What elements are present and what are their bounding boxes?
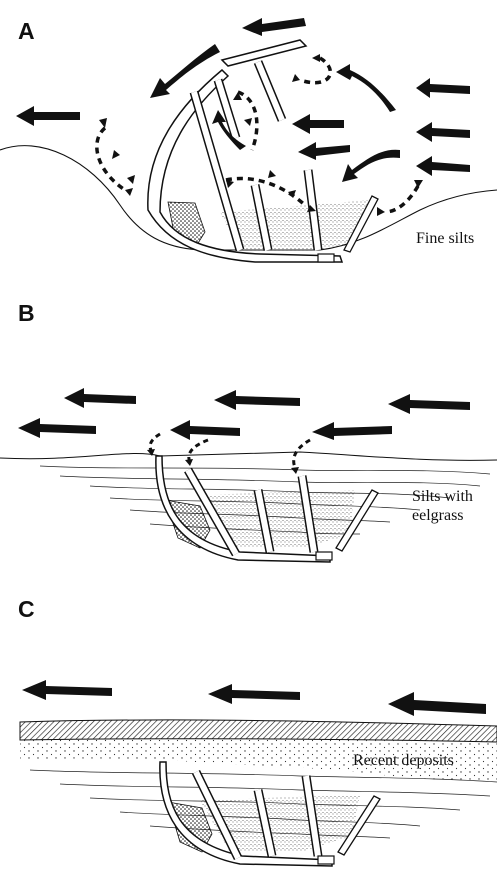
eddy-curl-a-right (384, 185, 420, 214)
arrow-icon (336, 64, 396, 112)
eddy-curl-a-left (95, 126, 126, 192)
panel-letter-c: C (18, 596, 35, 622)
arrow-icon (226, 180, 234, 188)
arrow-icon (312, 54, 320, 62)
eddy-curl-b-3 (292, 438, 311, 471)
keel-block-b (315, 551, 333, 561)
arrow-icon (312, 422, 392, 440)
arrow-icon (208, 684, 300, 704)
arrow-icon (64, 388, 136, 408)
arrow-icon (416, 78, 470, 98)
arrow-icon (112, 150, 120, 159)
arrow-icon (307, 205, 316, 212)
keel-block-c (317, 855, 335, 865)
flow-arrows-a (16, 18, 470, 182)
frame-c-1-in (193, 770, 241, 860)
panel-letter-b: B (18, 300, 35, 326)
label-line-1: Silts with (412, 488, 473, 505)
stem-a (343, 195, 379, 253)
arrow-icon (170, 420, 240, 440)
label-fine-silts: Fine silts (416, 230, 475, 247)
eddy-curl-b-1 (148, 432, 161, 453)
frame-b-1-in (185, 468, 239, 556)
arrow-icon (414, 180, 423, 188)
eddy-curl-a-mid (237, 90, 259, 151)
arrow-icon (212, 110, 246, 150)
sandy-layer (20, 738, 497, 782)
frame-a-4-in (252, 184, 271, 251)
arrow-icon (18, 418, 96, 438)
arrow-icon (388, 394, 470, 414)
arrow-icon (185, 459, 193, 466)
label-line-2: eelgrass (412, 507, 464, 524)
stem-c (337, 795, 381, 856)
frame-a-2-in (215, 79, 239, 139)
arrow-icon (99, 118, 107, 128)
arrow-icon (416, 122, 470, 142)
silt-fill-c (200, 795, 360, 852)
arrow-icon (244, 118, 252, 126)
frame-b-2-in (255, 489, 273, 553)
arrow-icon (125, 188, 133, 196)
panel-letter-a: A (18, 18, 35, 44)
stem-b (335, 489, 379, 552)
flow-arrows-c (22, 680, 486, 716)
panel-a (0, 18, 497, 263)
label-recent-deposits: Recent deposits (353, 752, 454, 769)
frame-c-3-in (303, 775, 321, 857)
panel-c (19, 680, 497, 867)
arrow-icon (416, 156, 470, 176)
arrow-icon (268, 170, 276, 178)
arrow-icon (16, 106, 80, 126)
panel-b (0, 388, 497, 563)
arrow-icon (242, 18, 306, 36)
arrow-icon (291, 467, 299, 474)
arrow-icon (298, 142, 350, 160)
arrow-icon (147, 449, 155, 456)
frame-a-3-in (255, 60, 285, 122)
eddy-curl-a-top (299, 56, 333, 85)
arrow-icon (292, 74, 300, 82)
keel-block-a (317, 253, 335, 263)
eddy-curl-b-2 (187, 438, 209, 463)
arrow-icon (127, 175, 135, 184)
arrow-icon (214, 390, 300, 410)
hull-rail-a (220, 39, 308, 67)
frame-a-1-in (191, 91, 243, 251)
flow-arrows-b (18, 388, 470, 440)
arrow-icon (292, 114, 344, 134)
silt-fill-b (200, 490, 355, 548)
eddy-arrows-a (99, 54, 423, 216)
frame-c-2-in (255, 789, 275, 857)
arrow-icon (342, 149, 400, 182)
arrow-icon (22, 680, 112, 700)
hull-keel-a (147, 68, 344, 263)
arrow-icon (150, 44, 220, 98)
arrow-icon (233, 92, 242, 100)
frame-b-3-in (299, 475, 317, 553)
recent-deposit-layer (19, 719, 497, 743)
label-silts-with-eelgrass: Silts with eelgrass (412, 487, 492, 525)
arrow-icon (377, 207, 385, 216)
dense-deposit-b (164, 499, 211, 549)
seabed-line-b (0, 451, 497, 461)
arrow-icon (388, 692, 486, 716)
